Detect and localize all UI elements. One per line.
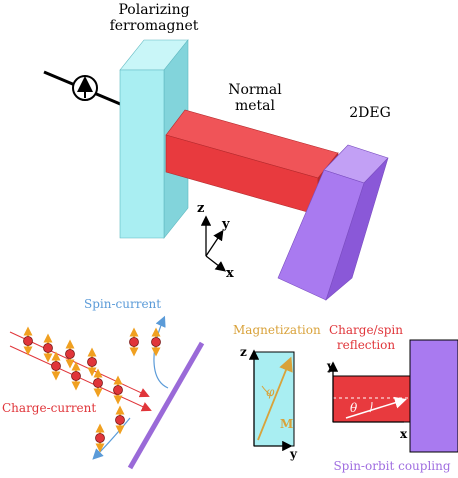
magnetization-vector [257,356,293,441]
magnetization-panel: z y φ M [240,345,298,461]
charge-current-label: Charge-current [2,401,96,415]
magnetization-label: Magnetization [233,323,321,337]
electron [65,339,75,369]
ferromagnet-label-line2: ferromagnet [110,18,199,34]
metal-rect [332,375,411,423]
twodeg-label: 2DEG [349,105,391,121]
metal-label-line2: metal [235,98,276,114]
mag-axis-y-label: y [289,447,298,461]
reflection-label-line2: reflection [337,338,396,352]
electrons [23,326,161,453]
electron [23,326,33,356]
reflection-label-line1: Charge/spin [329,323,403,337]
axis-z-label: z [197,201,204,216]
electron [71,361,81,391]
electron [151,327,161,357]
axis-triad-3d: z y x [197,201,234,281]
twodeg-block [277,144,389,301]
axis-x-label: x [226,266,234,281]
ferromagnet-label-line1: Polarizing [118,2,189,18]
electron [113,375,123,405]
refl-axis-y-label: y [326,359,335,373]
mag-axis-z-label: z [240,345,247,359]
metal-label-line1: Normal [228,82,282,98]
interface-line [127,341,205,470]
m-vector-label: M [280,417,293,431]
electron [51,351,61,381]
theta-label: θ [350,401,358,415]
electron [129,327,139,357]
spin-current-label: Spin-current [84,297,161,311]
electron [115,405,125,435]
current-source-wire [43,70,126,108]
twodeg-rect [409,339,458,453]
spin-current-arrow-up [153,315,169,389]
electron [93,368,103,398]
reflection-panel: θ y x [326,339,458,453]
electron [95,423,105,453]
incident-vector [345,396,407,419]
axis-y-label: y [221,217,230,232]
ferromagnet-block [119,39,189,239]
spin-current-arrow-down [92,417,131,460]
electron [87,347,97,377]
spin-orbit-label: Spin-orbit coupling [333,459,450,473]
phi-label: φ [266,385,275,399]
refl-axis-x-label: x [400,427,408,441]
electron [43,333,53,363]
